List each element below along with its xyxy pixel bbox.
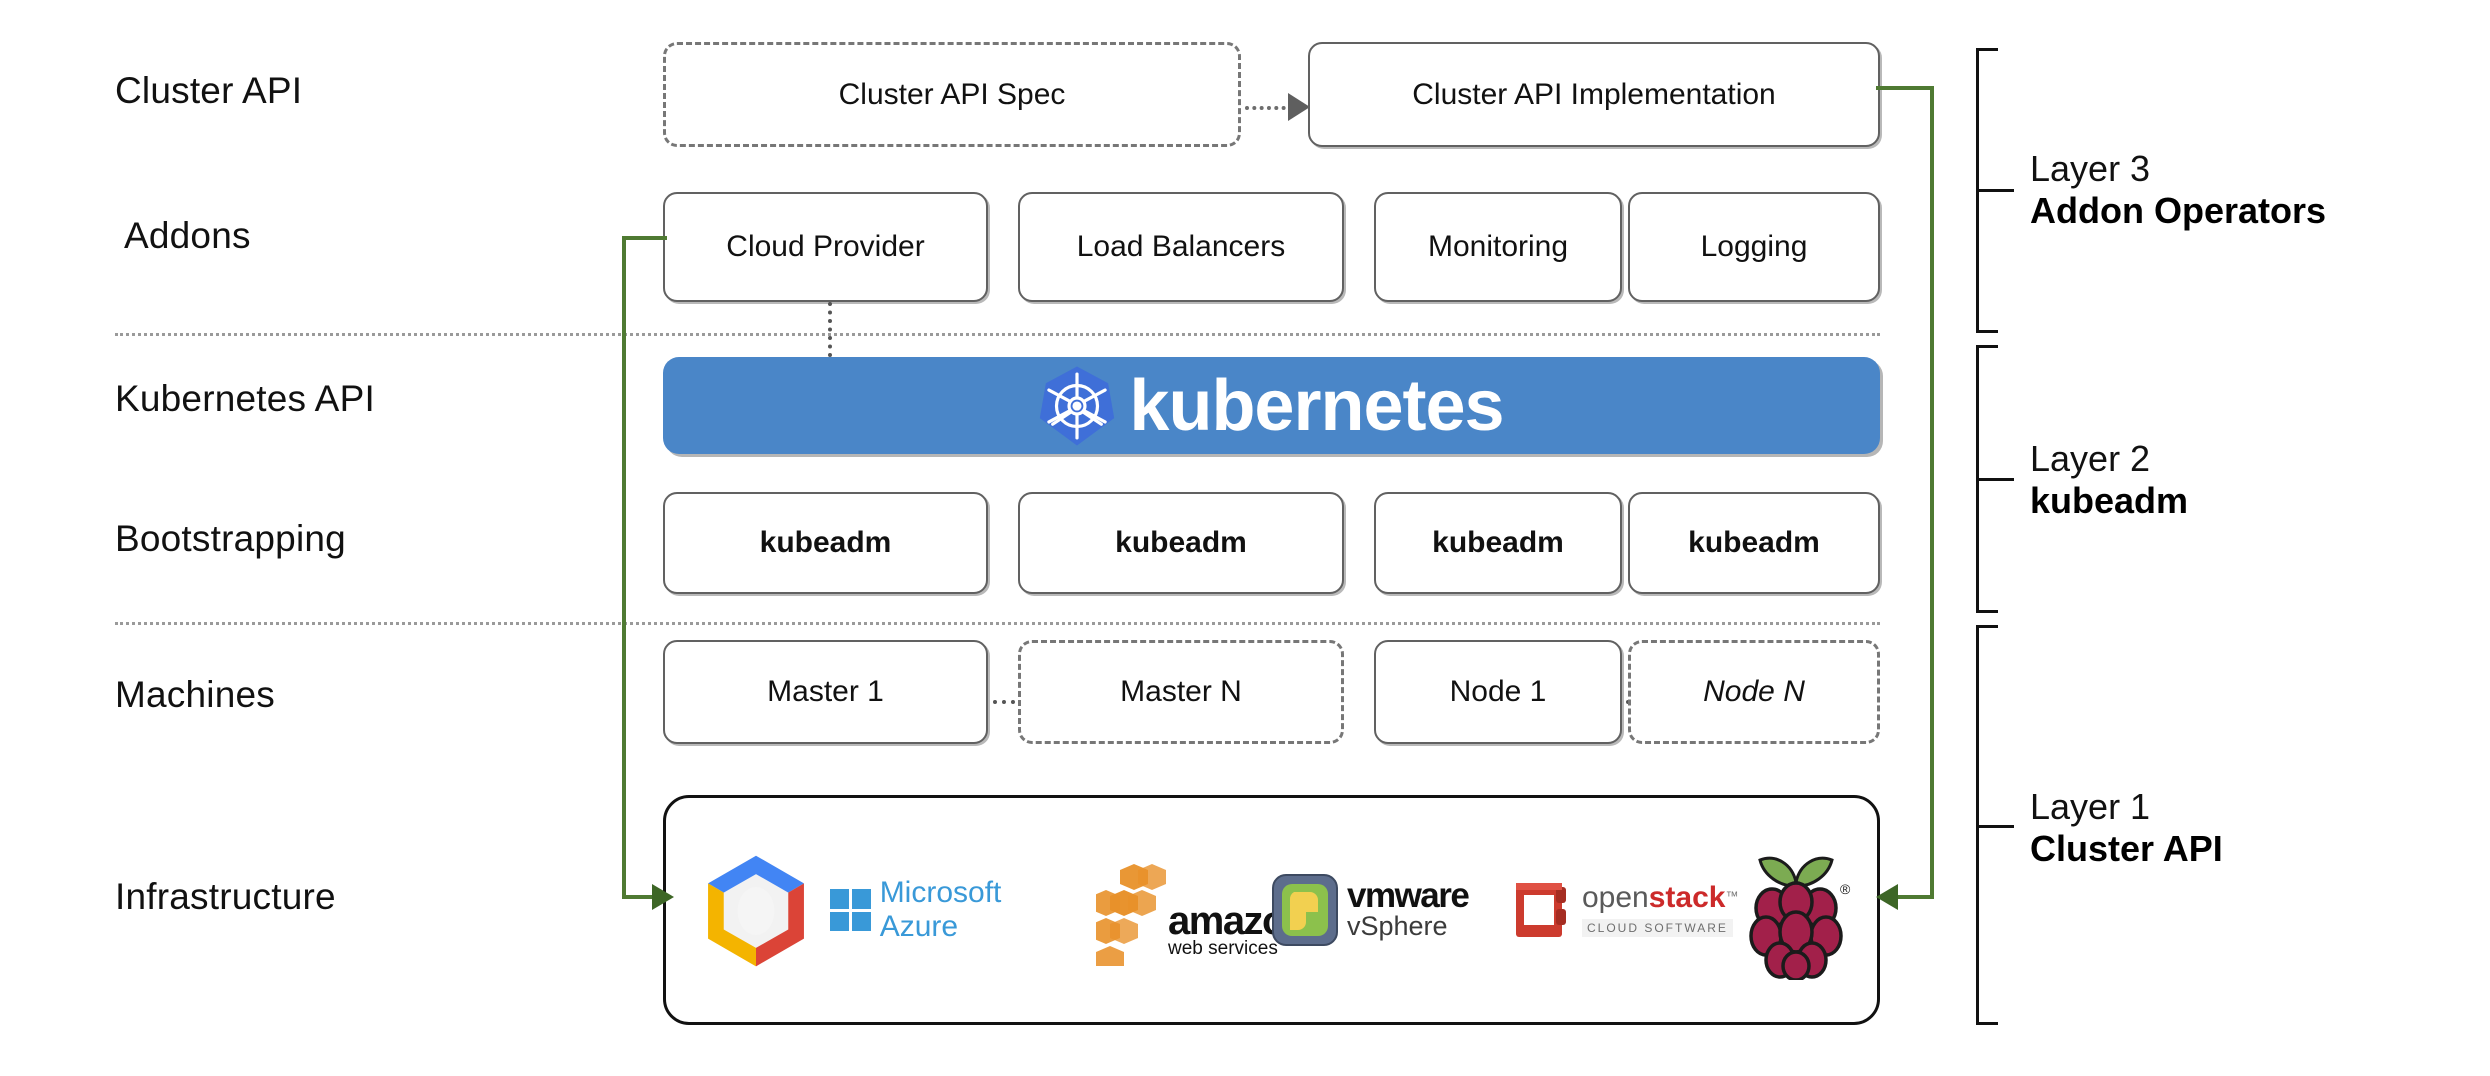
openstack-wordmark-light: open	[1582, 881, 1649, 914]
kubernetes-helm-wheel-icon	[1039, 365, 1115, 447]
openstack-subtitle: CLOUD SOFTWARE	[1582, 919, 1733, 937]
logo-raspberry-pi: ®	[1736, 842, 1856, 980]
box-node-n[interactable]: Node N	[1628, 640, 1880, 744]
logo-azure: Microsoft Azure	[830, 876, 1080, 943]
right-green-connector-vertical	[1930, 86, 1934, 899]
kubernetes-wordmark: kubernetes	[1129, 365, 1504, 446]
svg-text:®: ®	[1840, 881, 1851, 897]
box-label: Monitoring	[1427, 230, 1569, 263]
vmware-wordmark: vmware	[1347, 876, 1470, 916]
aws-cubes-icon	[1092, 862, 1170, 972]
row-label-machines: Machines	[115, 674, 275, 715]
box-label: Cloud Provider	[726, 230, 925, 263]
spec-to-impl-connector	[1245, 106, 1293, 110]
box-master-n[interactable]: Master N	[1018, 640, 1344, 744]
left-green-connector-arrowhead	[652, 884, 674, 910]
box-label: Node 1	[1449, 675, 1547, 708]
layer-2-name: kubeadm	[2030, 480, 2189, 522]
azure-wordmark: Microsoft Azure	[879, 876, 1002, 943]
left-green-connector-horizontal-top	[622, 236, 667, 240]
logo-gcp	[700, 852, 812, 970]
box-label: Cluster API Implementation	[1412, 77, 1776, 111]
vsphere-subtitle: vSphere	[1347, 910, 1448, 941]
cloud-provider-to-kubernetes-connector	[828, 302, 832, 357]
logo-vmware-vsphere: vmware vSphere	[1272, 868, 1502, 952]
brace-layer-3-nub	[1976, 189, 2014, 192]
box-kubeadm-4[interactable]: kubeadm	[1628, 492, 1880, 594]
brace-layer-2-nub	[1976, 478, 2014, 481]
box-master-1[interactable]: Master 1	[663, 640, 988, 744]
box-cluster-api-spec[interactable]: Cluster API Spec	[663, 42, 1241, 147]
box-infrastructure[interactable]	[663, 795, 1880, 1025]
logo-openstack: openstack™ CLOUD SOFTWARE	[1512, 872, 1738, 948]
row-label-kubernetes-api: Kubernetes API	[115, 378, 375, 419]
aws-subtitle: web services	[1168, 938, 1278, 959]
box-addon-cloud-provider[interactable]: Cloud Provider	[663, 192, 988, 302]
master-chain-dots	[993, 700, 1015, 704]
row-label-addons: Addons	[124, 215, 251, 256]
box-addon-logging[interactable]: Logging	[1628, 192, 1880, 302]
box-addon-load-balancers[interactable]: Load Balancers	[1018, 192, 1344, 302]
box-label: Logging	[1700, 230, 1808, 263]
raspberry-pi-icon: ®	[1749, 856, 1851, 980]
right-green-connector-horizontal-top	[1876, 86, 1934, 90]
layer-label-3: Layer 3 Addon Operators	[2030, 148, 2326, 233]
box-label: kubeadm	[759, 526, 892, 559]
openstack-wordmark-bold: stack	[1648, 881, 1726, 914]
right-green-connector-arrowhead	[1876, 884, 1898, 910]
vmware-icon	[1272, 874, 1338, 946]
box-label: Cluster API Spec	[838, 77, 1066, 111]
layer-1-name: Cluster API	[2030, 828, 2223, 870]
box-label: kubeadm	[1115, 526, 1247, 559]
row-label-bootstrapping: Bootstrapping	[115, 518, 346, 559]
box-kubeadm-1[interactable]: kubeadm	[663, 492, 988, 594]
azure-windows-icon	[830, 889, 871, 931]
box-node-1[interactable]: Node 1	[1374, 640, 1622, 744]
box-label: Load Balancers	[1076, 230, 1286, 263]
box-cluster-api-implementation[interactable]: Cluster API Implementation	[1308, 42, 1880, 147]
layer-separator-bottom	[115, 622, 1880, 625]
layer-1-number: Layer 1	[2030, 786, 2151, 827]
kubernetes-banner[interactable]: kubernetes	[663, 357, 1880, 454]
row-label-infrastructure: Infrastructure	[115, 876, 336, 917]
box-addon-monitoring[interactable]: Monitoring	[1374, 192, 1622, 302]
layer-3-number: Layer 3	[2030, 148, 2151, 189]
box-label: Node N	[1703, 675, 1805, 708]
brace-layer-1-nub	[1976, 825, 2014, 828]
box-kubeadm-3[interactable]: kubeadm	[1374, 492, 1622, 594]
row-label-cluster-api: Cluster API	[115, 70, 303, 111]
left-green-connector-vertical	[622, 236, 626, 899]
box-kubeadm-2[interactable]: kubeadm	[1018, 492, 1344, 594]
box-label: kubeadm	[1688, 526, 1820, 559]
layer-separator-top	[115, 333, 1880, 336]
left-green-connector-horizontal-bottom	[622, 895, 658, 899]
layer-label-2: Layer 2 kubeadm	[2030, 438, 2188, 523]
layer-2-number: Layer 2	[2030, 438, 2151, 479]
box-label: Master 1	[767, 675, 884, 708]
openstack-icon	[1512, 879, 1572, 941]
box-label: Master N	[1120, 675, 1242, 708]
box-label: kubeadm	[1432, 526, 1564, 559]
right-green-connector-horizontal-bottom	[1894, 895, 1934, 899]
layer-3-name: Addon Operators	[2030, 190, 2327, 232]
spec-to-impl-arrowhead	[1288, 93, 1310, 121]
layer-label-1: Layer 1 Cluster API	[2030, 786, 2223, 871]
